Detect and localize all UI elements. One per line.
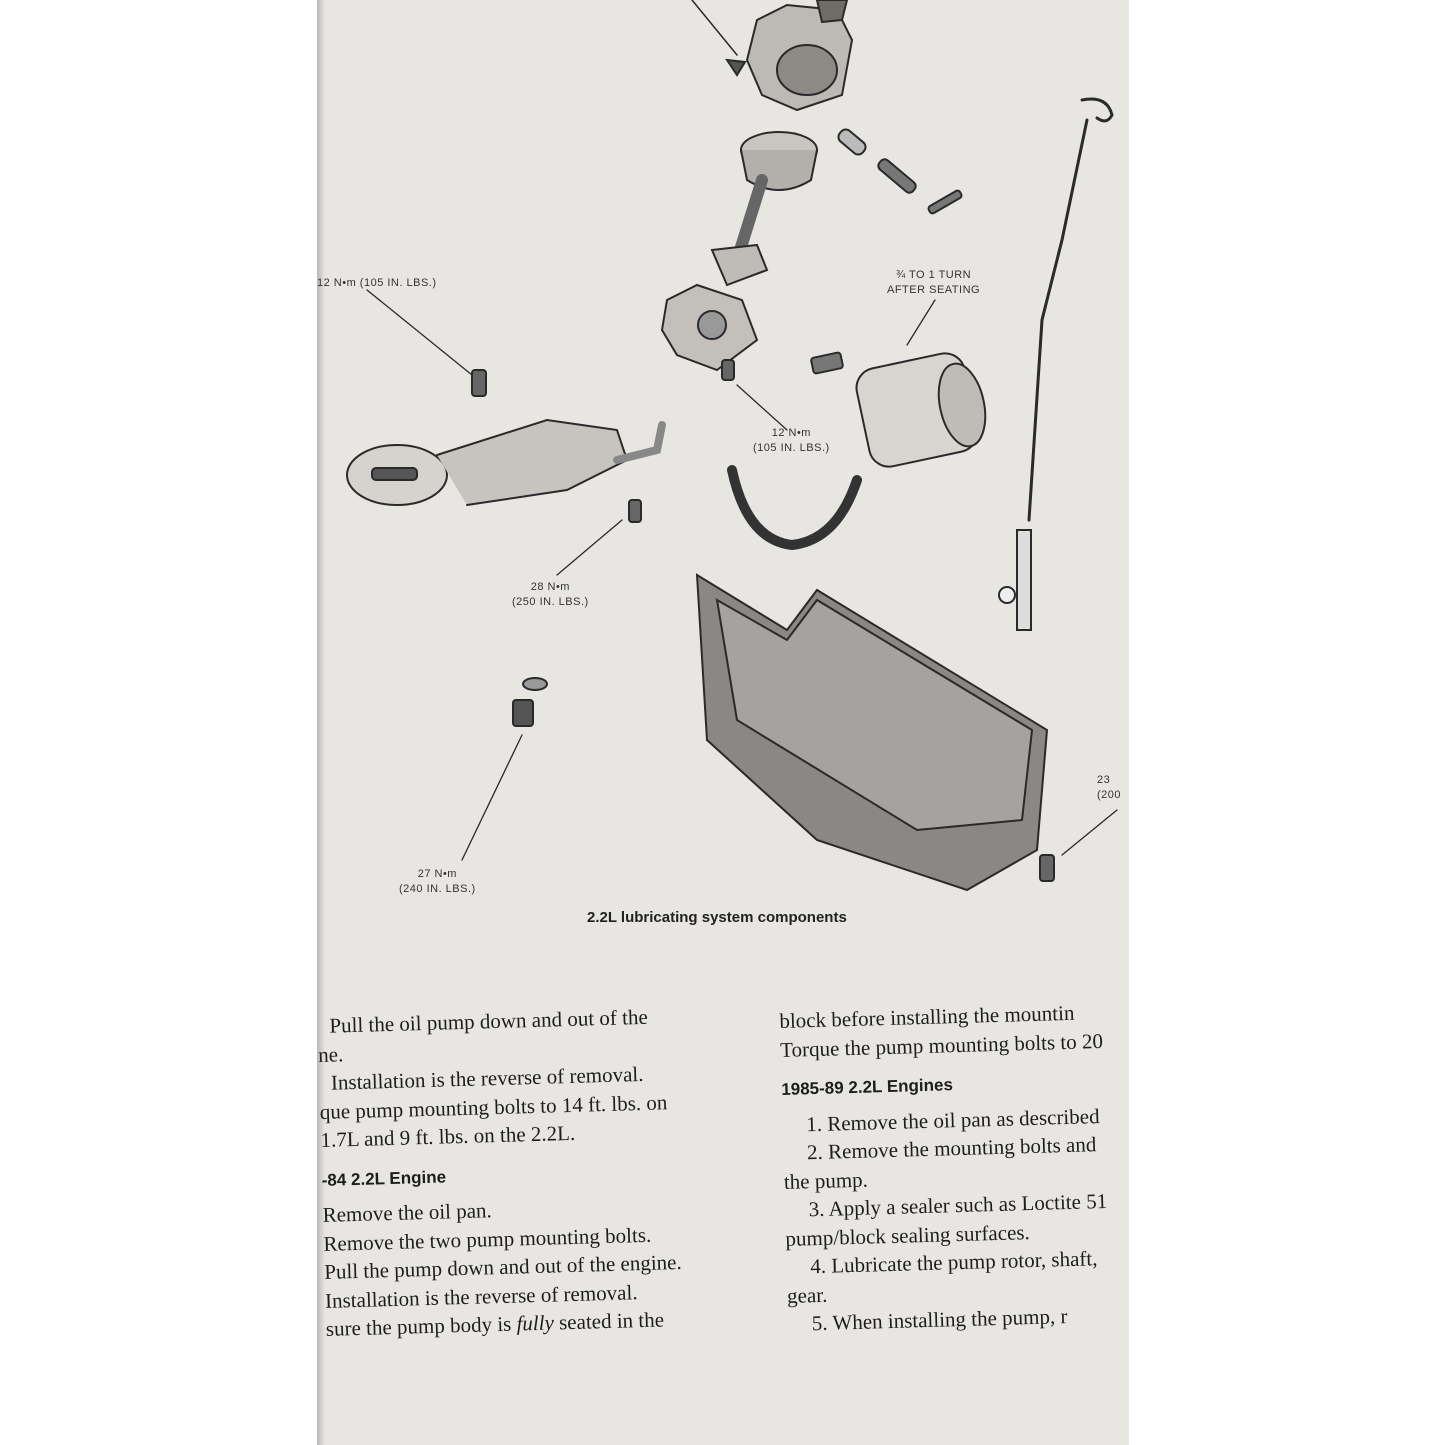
- text-span: seated in the: [553, 1307, 665, 1335]
- oil-filter-drawing: [810, 351, 987, 468]
- bolt-drawing: [628, 499, 642, 523]
- callout-line: 28 N•m: [530, 581, 570, 593]
- figure-caption: 2.2L lubricating system components: [587, 909, 847, 926]
- callout-line: (240 IN. LBS.): [399, 883, 476, 895]
- callout-line: AFTER SEATING: [887, 284, 981, 296]
- pump-housing-drawing: [745, 0, 854, 112]
- oil-pan-drawing: [695, 573, 1049, 892]
- pump-shaft-drawing: [710, 174, 769, 287]
- callout-line: (200: [1097, 789, 1122, 801]
- dipstick-drawing: [998, 97, 1114, 631]
- text-span: sure the pump body is: [325, 1311, 517, 1341]
- left-text-column: Pull the oil pump down and out of the ne…: [317, 1002, 684, 1343]
- torque-callout: 27 N•m (240 IN. LBS.): [399, 867, 476, 897]
- bolt-drawing: [1039, 854, 1055, 882]
- section-heading: -84 2.2L Engine: [321, 1166, 447, 1190]
- callout-line: ¾ TO 1 TURN: [895, 269, 972, 281]
- filter-turn-callout: ¾ TO 1 TURN AFTER SEATING: [887, 268, 980, 298]
- page-gutter-shadow: [317, 0, 325, 1445]
- gasket-drawing: [727, 465, 862, 551]
- callout-line: 12 N•m: [771, 427, 811, 439]
- washer-drawing: [522, 677, 548, 691]
- bolt-drawing: [721, 359, 735, 381]
- right-text-column: block before installing the mountin Torq…: [779, 998, 1111, 1338]
- pump-body-drawing: [660, 283, 759, 372]
- relief-valve-parts-drawing: [837, 128, 963, 215]
- section-heading: 1985-89 2.2L Engines: [781, 1075, 954, 1099]
- torque-callout: 23 (200: [1097, 773, 1121, 803]
- torque-callout: 12 N•m (105 IN. LBS.): [753, 426, 830, 456]
- manual-page: 12 N•m (105 IN. LBS.) ¾ TO 1 TURN AFTER …: [317, 0, 1129, 1445]
- callout-line: (105 IN. LBS.): [753, 442, 830, 454]
- callout-line: 23: [1097, 774, 1111, 786]
- callout-line: 12 N•m (105 IN. LBS.): [317, 277, 437, 289]
- callout-line: (250 IN. LBS.): [512, 596, 589, 608]
- torque-callout: 28 N•m (250 IN. LBS.): [512, 580, 589, 610]
- callout-line: 27 N•m: [417, 868, 457, 880]
- drain-plug-drawing: [512, 699, 534, 727]
- oil-pickup-drawing: [346, 418, 666, 506]
- emphasis-text: fully: [516, 1310, 555, 1336]
- rotor-ring-drawing: [740, 131, 818, 191]
- torque-callout: 12 N•m (105 IN. LBS.): [317, 276, 437, 291]
- lubricating-system-diagram: [346, 0, 1118, 892]
- bolt-drawing: [471, 369, 487, 397]
